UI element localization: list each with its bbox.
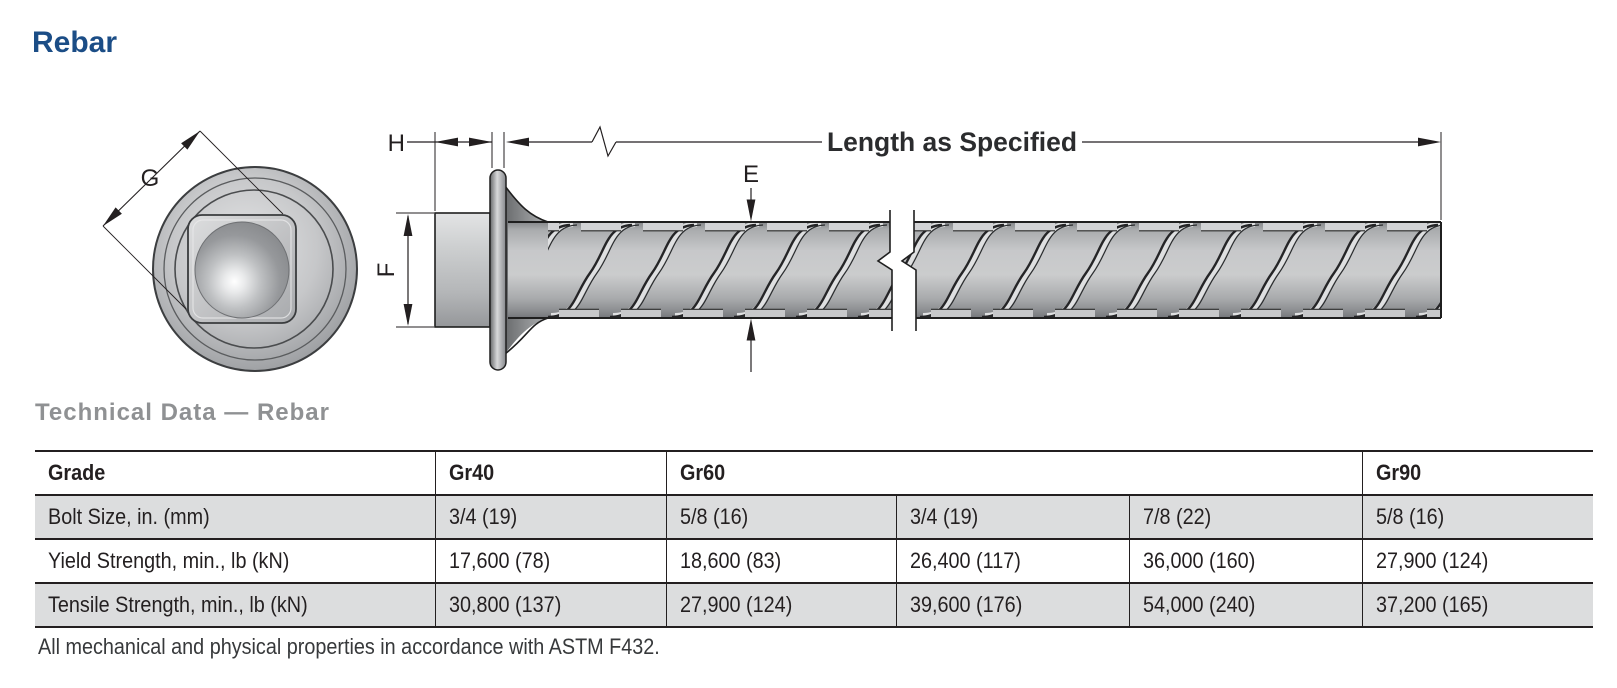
col-header-gr40-label: Gr40 (448, 460, 494, 485)
cell: 37,200 (165) (1361, 583, 1594, 628)
break-zigzag-icon (591, 125, 617, 158)
footnote: All mechanical and physical properties i… (38, 634, 660, 659)
cell: 26,400 (117) (895, 539, 1129, 584)
cell: 7/8 (22) (1128, 495, 1363, 540)
rebar-shaft (508, 221, 1442, 319)
col-header-grade: Grade (35, 451, 435, 496)
dimension-h: H (388, 130, 505, 211)
bolt-side-view (434, 169, 1442, 371)
arrowhead-down-icon (403, 304, 413, 326)
table-row-bolt-size: Bolt Size, in. (mm) 3/4 (19) 5/8 (16) 3/… (35, 495, 1594, 540)
cell: 36,000 (160) (1128, 539, 1363, 584)
col-header-gr90: Gr90 (1361, 451, 1594, 496)
table-row-tensile-strength: Tensile Strength, min., lb (kN) 30,800 (… (35, 583, 1594, 628)
bolt-head-side (434, 212, 491, 328)
col-header-gr60: Gr60 (665, 451, 1363, 496)
cell: 27,900 (124) (1361, 539, 1594, 584)
arrowhead-ne-icon (181, 131, 200, 150)
arrowhead-right-icon (1418, 137, 1441, 147)
row-label: Yield Strength, min., lb (kN) (35, 539, 435, 584)
dim-label-f: F (373, 263, 400, 278)
col-header-gr60-label: Gr60 (679, 460, 725, 485)
col-header-gr90-label: Gr90 (1375, 460, 1421, 485)
cell: 3/4 (19) (434, 495, 666, 540)
cell: 30,800 (137) (434, 583, 666, 628)
dim-label-g: G (141, 165, 160, 192)
arrowhead-up-icon (403, 214, 413, 236)
dimension-f: F (373, 212, 434, 328)
cell: 17,600 (78) (434, 539, 666, 584)
arrowhead-down-icon (746, 199, 756, 222)
col-header-grade-label: Grade (48, 460, 106, 485)
dim-label-h: H (388, 130, 405, 157)
cell: 5/8 (16) (1361, 495, 1594, 540)
row-label: Tensile Strength, min., lb (kN) (35, 583, 435, 628)
arrowhead-left-icon (435, 137, 458, 147)
cell: 5/8 (16) (665, 495, 896, 540)
col-header-gr40: Gr40 (434, 451, 666, 496)
flange (489, 169, 507, 371)
arrowhead-sw-icon (103, 207, 122, 226)
arrowhead-right-icon (469, 137, 492, 147)
bolt-head-front-view (152, 166, 358, 372)
dimension-g: G (102, 130, 284, 310)
rebar-diagram: G (102, 125, 1442, 372)
cell: 18,600 (83) (665, 539, 896, 584)
cell: 39,600 (176) (895, 583, 1129, 628)
header-row: Grade Gr40 Gr60 Gr90 (35, 451, 1594, 496)
row-label: Bolt Size, in. (mm) (35, 495, 435, 540)
cell: 27,900 (124) (665, 583, 896, 628)
arrowhead-up-icon (746, 318, 756, 341)
page-title: Rebar (32, 26, 118, 59)
table-row-yield-strength: Yield Strength, min., lb (kN) 17,600 (78… (35, 539, 1594, 584)
table-heading: Technical Data — Rebar (35, 399, 330, 426)
cell: 3/4 (19) (895, 495, 1129, 540)
dimension-e: E (743, 161, 759, 372)
cell: 54,000 (240) (1128, 583, 1363, 628)
length-label: Length as Specified (827, 127, 1077, 157)
break-symbol (876, 210, 917, 331)
dimension-length: Length as Specified (506, 125, 1442, 220)
arrowhead-left-icon (506, 137, 529, 147)
technical-data-table: Grade Gr40 Gr60 Gr90 Bolt Size, in. (mm)… (35, 450, 1594, 628)
dim-label-e: E (743, 161, 759, 188)
